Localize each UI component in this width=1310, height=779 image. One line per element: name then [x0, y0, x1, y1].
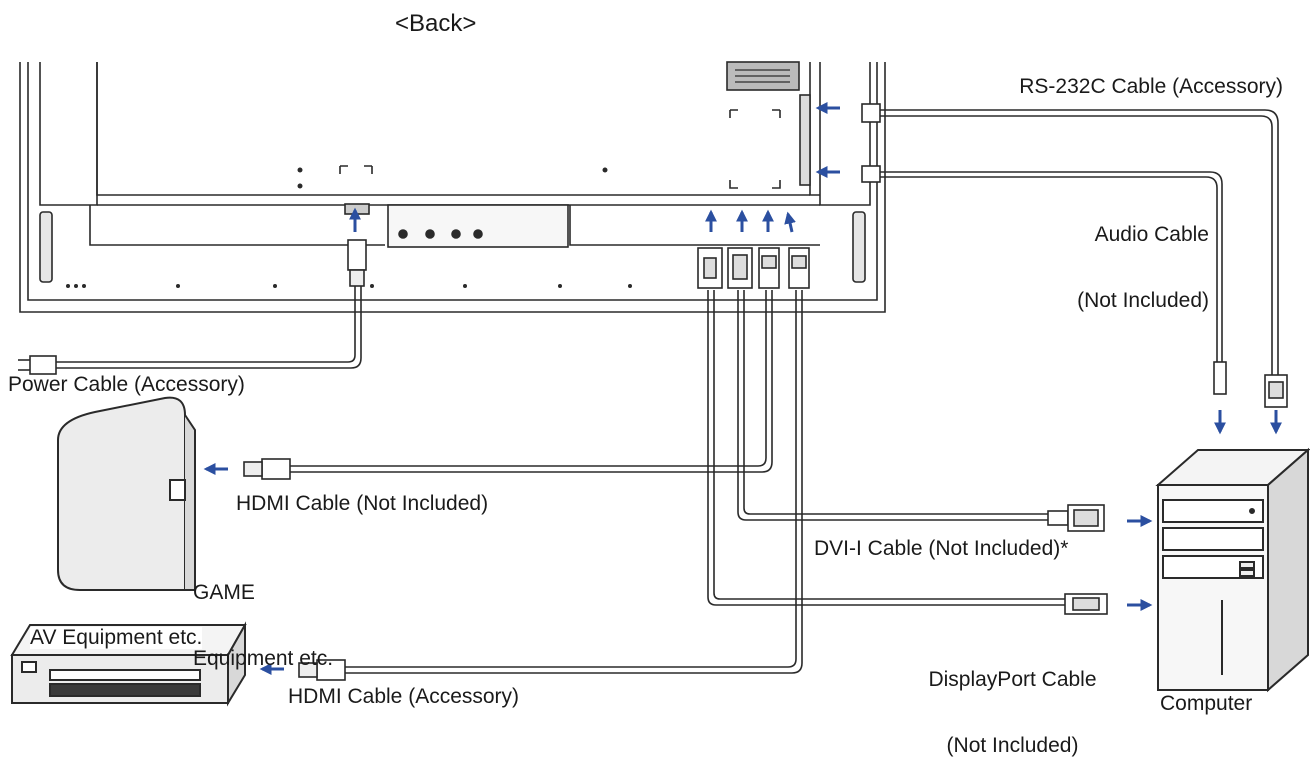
- connection-diagram: [10, 61, 1310, 707]
- power-cable-label: Power Cable (Accessory): [8, 373, 245, 396]
- hdmi-game-cable-label: HDMI Cable (Not Included): [236, 492, 489, 515]
- audio-cable-label-line1: Audio Cable: [1094, 223, 1209, 246]
- displayport-cable-label-line1: DisplayPort Cable: [928, 668, 1097, 691]
- computer-tower-icon: [1155, 447, 1310, 693]
- computer-label: Computer: [1160, 692, 1253, 715]
- audio-cable-label: Audio Cable (Not Included): [1077, 180, 1209, 334]
- arrow-icon: [203, 102, 1282, 675]
- displayport-cable-label-line2: (Not Included): [946, 734, 1079, 757]
- game-equipment-label: GAME Equipment etc.: [193, 538, 333, 692]
- displayport-cable-label: DisplayPort Cable (Not Included): [910, 625, 1115, 779]
- cables: [55, 109, 1279, 674]
- dvi-cable-label: DVI-I Cable (Not Included)*: [814, 537, 1069, 560]
- hdmi-av-cable-label: HDMI Cable (Accessory): [288, 685, 520, 708]
- monitor-back: [19, 61, 886, 313]
- game-equipment-label-line2: Equipment etc.: [193, 647, 334, 670]
- plugs: [18, 103, 1288, 681]
- rs232c-cable-label: RS-232C Cable (Accessory): [1019, 75, 1283, 98]
- page-title: <Back>: [395, 10, 477, 37]
- rs232c-plug-icon: [861, 103, 881, 123]
- game-equipment-label-line1: GAME: [193, 581, 255, 604]
- game-console-icon: [57, 396, 196, 591]
- audio-jack-icon: [861, 165, 881, 183]
- audio-cable-label-line2: (Not Included): [1077, 289, 1209, 312]
- power-plug-icon: [347, 239, 367, 271]
- av-equipment-label: AV Equipment etc.: [30, 626, 203, 649]
